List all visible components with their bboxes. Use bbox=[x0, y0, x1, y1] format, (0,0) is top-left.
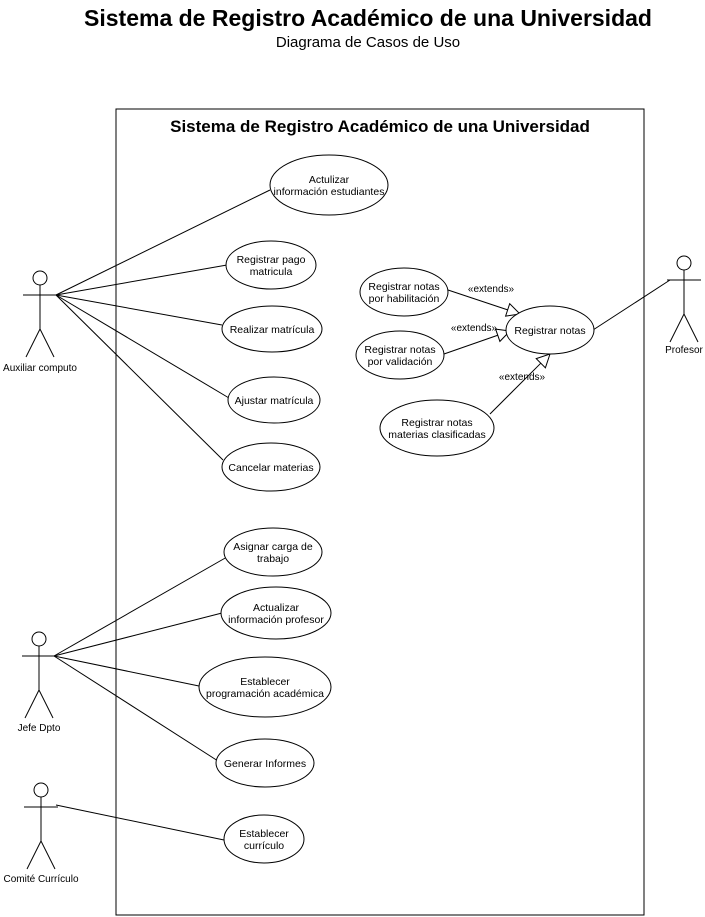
association-line-auxiliar-uc4 bbox=[55, 294, 230, 399]
use-case-label-line: Actualizar bbox=[253, 602, 300, 614]
use-case-label-line: Registrar pago bbox=[237, 254, 306, 266]
use-case-uc3: Realizar matrícula bbox=[221, 305, 323, 353]
association-line-jefe-uc8 bbox=[53, 655, 200, 687]
use-case-label-line: Establecer bbox=[239, 828, 289, 840]
use-case-ellipse bbox=[221, 305, 323, 353]
use-case-label-line: información profesor bbox=[228, 614, 324, 626]
use-case-ellipse bbox=[225, 240, 317, 290]
use-case-label-line: Establecer bbox=[240, 676, 290, 688]
extend-line-uc11 bbox=[447, 289, 508, 311]
actor-jefe: Jefe Dpto bbox=[18, 631, 61, 734]
actor-head bbox=[31, 631, 47, 647]
use-case-label-line: Actulizar bbox=[309, 174, 350, 186]
system-boundary bbox=[115, 108, 645, 916]
use-case-ellipse bbox=[221, 442, 321, 492]
use-case-label-line: matricula bbox=[250, 266, 293, 278]
actor-comite: Comité Currículo bbox=[3, 782, 79, 885]
use-case-label-line: materias clasificadas bbox=[388, 429, 485, 441]
actor-left-leg bbox=[25, 328, 41, 358]
association-line-auxiliar-uc1 bbox=[55, 189, 271, 296]
actor-left-leg bbox=[24, 689, 40, 719]
extend-line-uc12 bbox=[443, 334, 498, 355]
association-line-jefe-uc6 bbox=[53, 556, 228, 657]
connectors bbox=[53, 189, 671, 841]
association-line-auxiliar-uc5 bbox=[55, 294, 224, 461]
actor-head bbox=[32, 270, 48, 286]
extend-label-uc11: «extends» bbox=[468, 284, 515, 295]
extend-labels: «extends» «extends» «extends» bbox=[451, 284, 546, 383]
actor-left-leg bbox=[669, 313, 685, 343]
use-case-label-line: Asignar carga de bbox=[233, 541, 313, 553]
use-case-label-line: trabajo bbox=[257, 553, 289, 565]
use-case-uc14: Registrar notas bbox=[505, 305, 595, 355]
use-case-label-line: por validación bbox=[368, 356, 433, 368]
use-case-uc5: Cancelar materias bbox=[221, 442, 321, 492]
actor-right-leg bbox=[39, 328, 55, 358]
diagram-subtitle: Diagrama de Casos de Uso bbox=[276, 34, 460, 51]
extend-label-uc12: «extends» bbox=[451, 323, 498, 334]
use-case-ellipse bbox=[379, 399, 495, 457]
use-case-label-line: Registrar notas bbox=[364, 344, 435, 356]
association-line-comite-uc10 bbox=[55, 804, 225, 841]
actor-label: Profesor bbox=[665, 345, 703, 356]
actor-right-leg bbox=[38, 689, 54, 719]
association-line-jefe-uc7 bbox=[53, 612, 223, 657]
use-case-label-line: Registrar notas bbox=[514, 325, 585, 337]
use-case-uc9: Generar Informes bbox=[215, 738, 315, 788]
use-case-label-line: Cancelar materias bbox=[228, 462, 313, 474]
use-case-ellipse bbox=[227, 376, 321, 424]
use-case-label-line: Realizar matrícula bbox=[230, 324, 315, 336]
actor-profesor: Profesor bbox=[665, 255, 704, 356]
actor-right-leg bbox=[683, 313, 699, 343]
extend-arrowhead-uc13 bbox=[535, 353, 551, 369]
use-case-label-line: información estudiantes bbox=[274, 186, 385, 198]
association-line-jefe-uc9 bbox=[53, 655, 219, 762]
extend-label-uc13: «extends» bbox=[499, 372, 546, 383]
use-case-ellipse bbox=[223, 527, 323, 577]
actor-auxiliar: Auxiliar computo bbox=[3, 270, 77, 374]
use-case-ellipse bbox=[355, 330, 445, 380]
use-case-label-line: currículo bbox=[244, 840, 284, 852]
diagram-title: Sistema de Registro Académico de una Uni… bbox=[84, 5, 652, 31]
system-boundary-title: Sistema de Registro Académico de una Uni… bbox=[170, 117, 590, 136]
use-case-label-line: Ajustar matrícula bbox=[235, 395, 314, 407]
actor-head bbox=[676, 255, 692, 271]
use-case-ellipse bbox=[215, 738, 315, 788]
use-case-uc4: Ajustar matrícula bbox=[227, 376, 321, 424]
actor-left-leg bbox=[26, 840, 42, 870]
use-case-label-line: Generar Informes bbox=[224, 758, 306, 770]
actor-label: Auxiliar computo bbox=[3, 363, 77, 374]
use-case-ellipse bbox=[223, 814, 305, 864]
extend-line-uc13 bbox=[489, 362, 542, 415]
actor-right-leg bbox=[40, 840, 56, 870]
use-case-label-line: Registrar notas bbox=[401, 417, 472, 429]
use-case-ellipse bbox=[359, 267, 449, 317]
use-case-label-line: por habilitación bbox=[369, 293, 440, 305]
use-case-ellipse bbox=[269, 154, 389, 216]
actor-head bbox=[33, 782, 49, 798]
association-line-profesor-uc14 bbox=[592, 279, 671, 331]
actor-label: Comité Currículo bbox=[3, 874, 78, 885]
extend-arrowhead-uc11 bbox=[504, 302, 522, 317]
use-case-label-line: Registrar notas bbox=[368, 281, 439, 293]
use-case-ellipse bbox=[505, 305, 595, 355]
use-case-label-line: programación académica bbox=[206, 688, 324, 700]
use-case-ellipse bbox=[198, 656, 332, 718]
association-line-auxiliar-uc3 bbox=[55, 294, 223, 326]
actor-label: Jefe Dpto bbox=[18, 723, 61, 734]
association-line-auxiliar-uc2 bbox=[55, 264, 228, 296]
use-case-ellipse bbox=[220, 586, 332, 640]
